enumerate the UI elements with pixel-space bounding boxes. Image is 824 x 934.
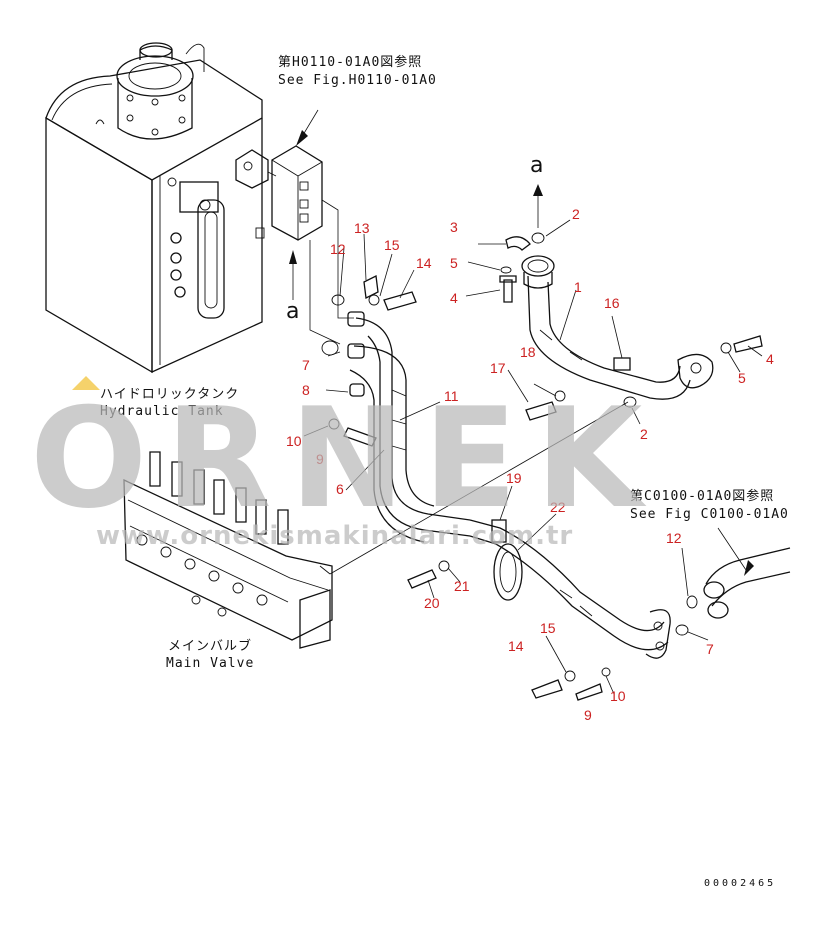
callout-4: 4: [766, 351, 774, 367]
callout-17: 17: [490, 360, 506, 376]
callout-2: 2: [572, 206, 580, 222]
ref-right-en: See Fig C0100-01A0: [630, 507, 789, 522]
callout-18: 18: [520, 344, 536, 360]
callout-4: 4: [450, 290, 458, 306]
callout-9: 9: [584, 707, 592, 723]
callout-14: 14: [416, 255, 432, 271]
callout-8: 8: [302, 382, 310, 398]
callout-20: 20: [424, 595, 440, 611]
watermark-brand: ORNEK: [30, 378, 660, 539]
leader-lines: [303, 219, 763, 695]
callout-numbers: 1 2 2 3 4 4 5 5 6 7 7 8 9 9 10 10 11 12 …: [286, 206, 774, 723]
callout-5: 5: [738, 370, 746, 386]
callout-13: 13: [354, 220, 370, 236]
valve-label-en: Main Valve: [166, 656, 254, 671]
callout-14: 14: [508, 638, 524, 654]
ref-top-jp: 第H0110-01A0図参照: [278, 54, 422, 70]
callout-6: 6: [336, 481, 344, 497]
watermark-url: www.ornekismakinalari.com.tr: [96, 521, 573, 551]
ref-right-jp: 第C0100-01A0図参照: [630, 488, 774, 504]
callout-3: 3: [450, 219, 458, 235]
callout-7: 7: [706, 641, 714, 657]
ref-top-en: See Fig.H0110-01A0: [278, 73, 437, 88]
callout-2: 2: [640, 426, 648, 442]
drawing-code: 00002465: [704, 878, 776, 889]
manifold-block: [235, 145, 354, 345]
callout-12: 12: [666, 530, 682, 546]
callout-19: 19: [506, 470, 522, 486]
main-valve: [123, 401, 629, 649]
valve-label-jp: メインバルブ: [168, 638, 252, 654]
callout-10: 10: [610, 688, 626, 704]
callout-9: 9: [316, 451, 324, 467]
callout-7: 7: [302, 357, 310, 373]
view-marker-left: a: [286, 299, 299, 324]
callout-10: 10: [286, 433, 302, 449]
callout-1: 1: [574, 279, 582, 295]
callout-11: 11: [444, 388, 459, 404]
callout-15: 15: [384, 237, 400, 253]
tank-label-en: Hydraulic Tank: [100, 404, 224, 419]
pipe-assembly-left: [321, 294, 471, 543]
fasteners: [328, 232, 763, 701]
callout-15: 15: [540, 620, 556, 636]
watermark: ORNEK www.ornekismakinalari.com.tr: [30, 376, 660, 551]
pipe-22: [469, 519, 671, 659]
tank-label-jp: ハイドロリックタンク: [100, 387, 239, 402]
hose-connector-right: [703, 527, 791, 619]
callout-5: 5: [450, 255, 458, 271]
callout-16: 16: [604, 295, 620, 311]
watermark-accent-icon: [72, 376, 100, 390]
callout-22: 22: [550, 499, 566, 515]
hydraulic-tank: [45, 42, 265, 374]
view-marker-top: a: [530, 153, 543, 178]
callout-21: 21: [454, 578, 470, 594]
callout-12: 12: [330, 241, 346, 257]
